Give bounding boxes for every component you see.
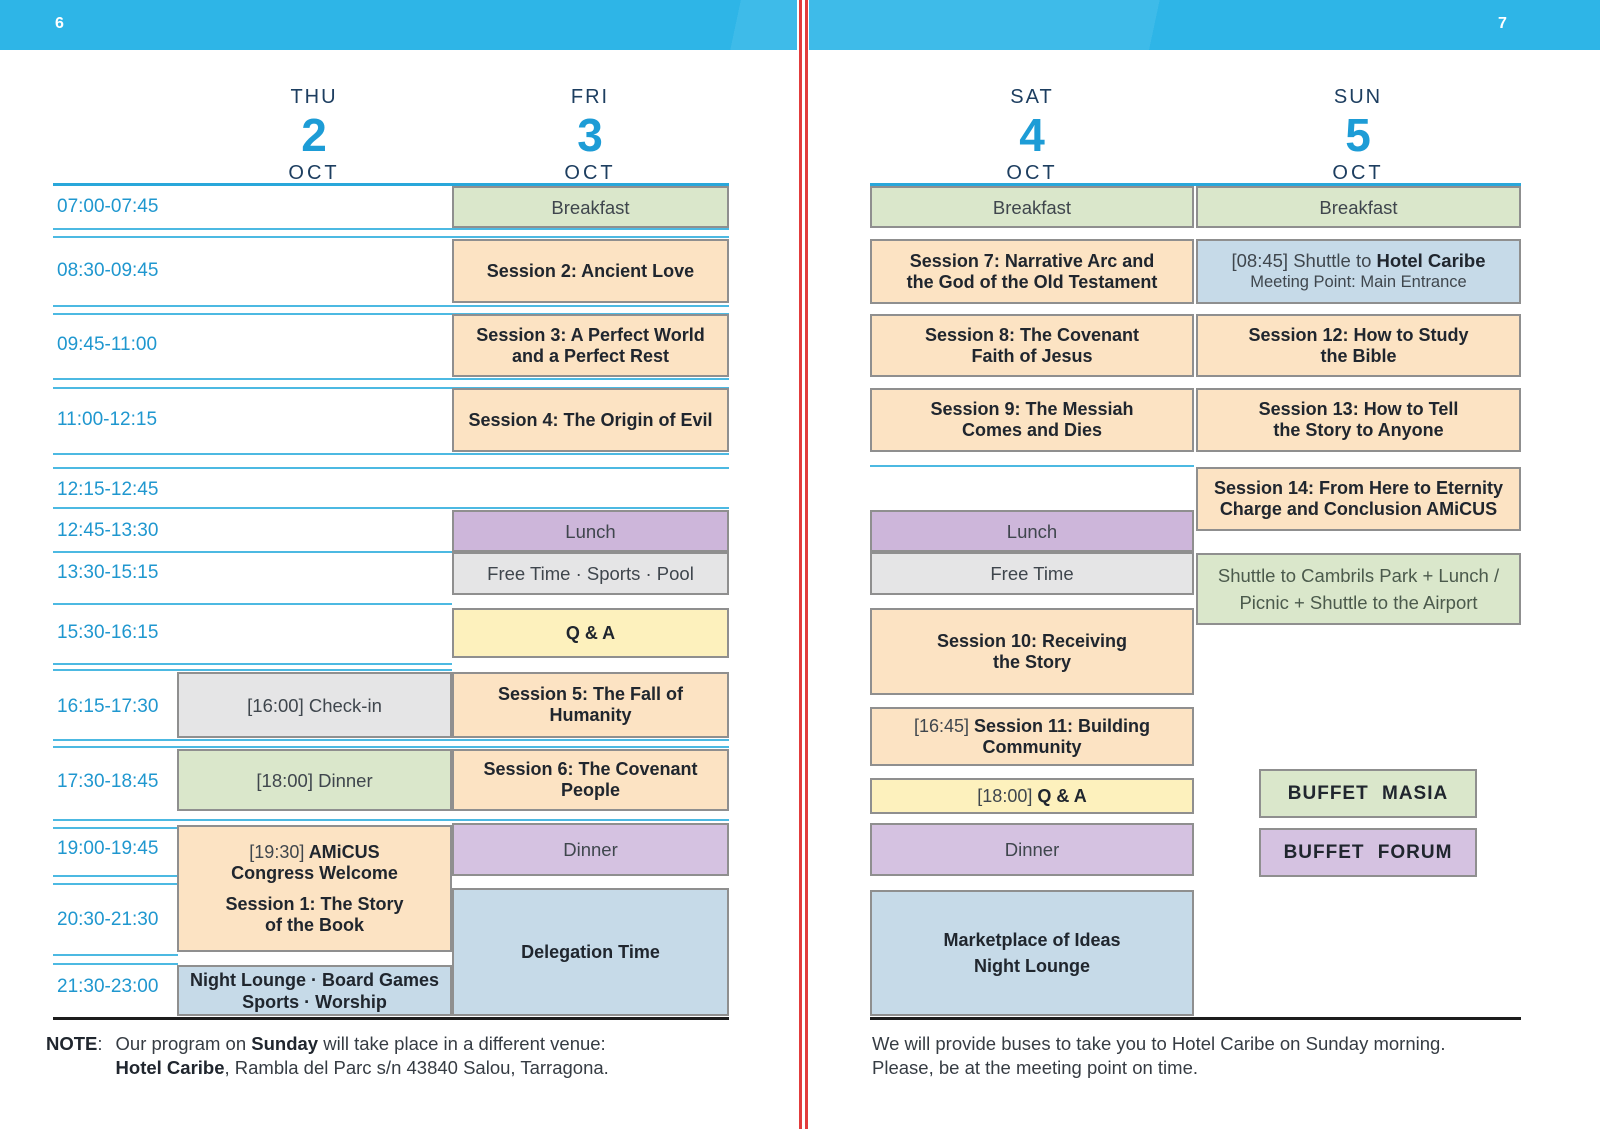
event-fri-free-time: Free Time · Sports · Pool [452,552,729,595]
row-divider-line [53,236,729,238]
event-thu-checkin: [16:00] Check-in [177,672,452,738]
row-divider-line [53,507,729,509]
row-divider-line [53,662,452,665]
day-header-sat: SAT 4 OCT [912,84,1152,186]
month-label: OCT [1006,162,1058,184]
day-number: 4 [1019,109,1045,161]
schedule-top-rule [870,183,1521,186]
time-slot-label: 15:30-16:15 [57,622,159,643]
event-fri-breakfast: Breakfast [452,186,729,228]
time-slot-label: 08:30-09:45 [57,260,159,281]
day-of-week: THU [290,86,338,108]
time-slot-label: 20:30-21:30 [57,909,159,930]
row-divider-line [53,954,178,956]
time-slot-label: 09:45-11:00 [57,334,158,355]
row-divider-line [53,669,452,671]
time-slot-label: 16:15-17:30 [57,696,159,717]
note-left: NOTE: Our program on Sunday will take pl… [46,1033,609,1078]
month-label: OCT [564,162,616,184]
event-fri-session6: Session 6: The Covenant People [452,749,729,811]
event-fri-delegation-time: Delegation Time [452,888,729,1016]
event-sun-session13: Session 13: How to Tell the Story to Any… [1196,388,1521,452]
time-slot-label: 13:30-15:15 [57,562,159,583]
row-divider-line [53,962,178,965]
row-divider-line [53,386,729,389]
row-divider-line [53,453,729,455]
note-left-text: Our program on Sunday will take place in… [115,1033,609,1078]
event-sat-session7: Session 7: Narrative Arc and the God of … [870,239,1194,304]
row-divider-line [53,874,178,877]
event-sat-free-time: Free Time [870,552,1194,595]
row-divider-line [53,550,452,553]
event-fri-session5: Session 5: The Fall of Humanity [452,672,729,738]
event-fri-session2: Session 2: Ancient Love [452,239,729,303]
row-divider-line [53,602,452,605]
row-divider-line [870,465,1194,467]
day-header-thu: THU 2 OCT [194,84,434,186]
event-fri-session3: Session 3: A Perfect World and a Perfect… [452,314,729,377]
day-of-week: SAT [1010,86,1054,108]
day-header-sun: SUN 5 OCT [1238,84,1478,186]
event-sat-session10: Session 10: Receiving the Story [870,608,1194,695]
time-slot-label: 07:00-07:45 [57,196,159,217]
row-divider-line [53,818,729,821]
event-thu-welcome-session1: [19:30] AMiCUS Congress Welcome Session … [177,825,452,952]
day-number: 2 [301,109,327,161]
event-sun-cambrils-shuttle: Shuttle to Cambrils Park + Lunch / Picni… [1196,553,1521,625]
schedule-bottom-rule [870,1016,1521,1020]
row-divider-line [53,304,729,307]
row-divider-line [53,745,729,748]
buffet-forum-box: BUFFET FORUM [1259,828,1477,877]
page-number-right: 7 [1498,15,1507,32]
event-sat-lunch: Lunch [870,510,1194,552]
day-of-week: FRI [570,86,610,108]
time-slot-label: 21:30-23:00 [57,976,159,997]
day-header-fri: FRI 3 OCT [470,84,710,186]
row-divider-line [53,826,178,829]
event-sat-session8: Session 8: The Covenant Faith of Jesus [870,314,1194,377]
row-divider-line [53,738,729,741]
schedule-bottom-rule [53,1016,729,1020]
event-fri-dinner: Dinner [452,823,729,876]
event-sat-marketplace: Marketplace of Ideas Night Lounge [870,890,1194,1016]
row-divider-line [53,883,178,885]
time-slot-label: 19:00-19:45 [57,838,159,859]
gutter-red-line-right [805,0,808,1129]
event-sun-breakfast: Breakfast [1196,186,1521,228]
event-thu-night-lounge: Night Lounge · Board Games Sports · Wors… [177,965,452,1016]
event-fri-qa: Q & A [452,608,729,658]
event-sun-session12: Session 12: How to Study the Bible [1196,314,1521,377]
time-slot-label: 11:00-12:15 [57,409,158,430]
buffet-masia-box: BUFFET MASIA [1259,769,1477,818]
day-number: 3 [577,109,603,161]
time-slot-label: 12:15-12:45 [57,479,159,500]
month-label: OCT [288,162,340,184]
month-label: OCT [1332,162,1384,184]
event-sat-breakfast: Breakfast [870,186,1194,228]
event-sun-shuttle-caribe: [08:45] Shuttle to Hotel Caribe Meeting … [1196,239,1521,304]
page-number-left: 6 [55,15,64,32]
gutter-red-line-left [799,0,802,1129]
event-sat-session11: [16:45] Session 11: Building Community [870,707,1194,766]
event-sat-session9: Session 9: The Messiah Comes and Dies [870,388,1194,452]
event-thu-dinner: [18:00] Dinner [177,749,452,811]
event-sat-dinner: Dinner [870,823,1194,876]
row-divider-line [53,377,729,380]
row-divider-line [53,227,729,230]
day-number: 5 [1345,109,1371,161]
time-slot-label: 12:45-13:30 [57,520,159,541]
note-right: We will provide buses to take you to Hot… [872,1033,1446,1078]
time-slot-label: 17:30-18:45 [57,771,159,792]
row-divider-line [53,467,729,469]
event-sat-qa: [18:00] Q & A [870,778,1194,814]
schedule-top-rule [53,183,729,186]
event-fri-session4: Session 4: The Origin of Evil [452,388,729,452]
row-divider-line [53,312,729,315]
event-fri-lunch: Lunch [452,510,729,552]
event-sun-session14: Session 14: From Here to Eternity Charge… [1196,467,1521,531]
day-of-week: SUN [1333,86,1383,108]
